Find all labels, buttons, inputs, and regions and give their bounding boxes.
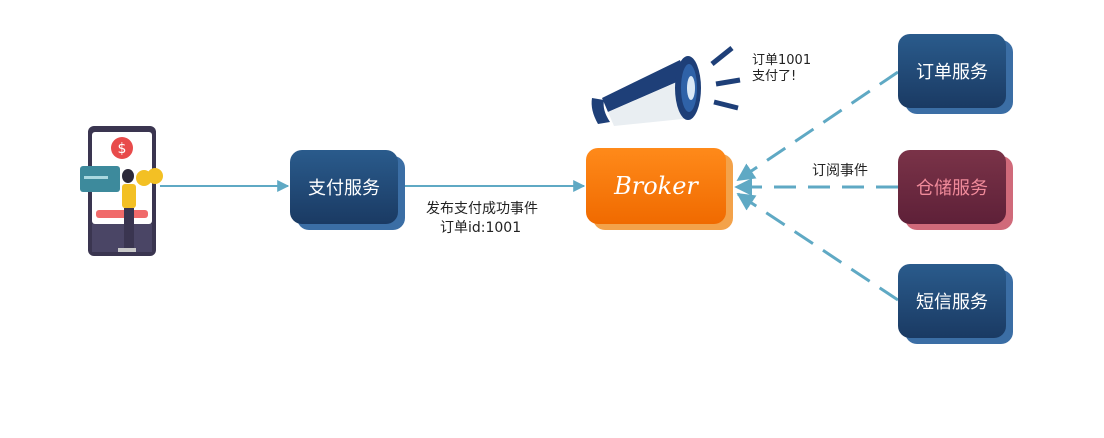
order-service-label: 订单服务 [898, 34, 1006, 108]
broker-label: Broker [586, 148, 726, 224]
dashed-sms-to-broker [736, 192, 899, 302]
svg-text:$: $ [118, 141, 127, 157]
phone-payment-icon: $ [80, 126, 163, 256]
subscribe-label: 订阅事件 [812, 163, 868, 179]
storage-service-box: 仓储服务 [898, 150, 1013, 230]
pay-service-box: 支付服务 [290, 150, 405, 230]
megaphone-icon [591, 46, 741, 126]
announcement-line1: 订单1001 [752, 53, 812, 68]
broker-box: Broker [586, 148, 733, 230]
sms-service-label: 短信服务 [898, 264, 1006, 338]
order-service-box: 订单服务 [898, 34, 1013, 114]
pay-service-label: 支付服务 [290, 150, 398, 224]
publish-label-line1: 发布支付成功事件 [426, 201, 538, 217]
announcement-line2: 支付了! [752, 69, 797, 84]
storage-service-label: 仓储服务 [898, 150, 1006, 224]
publish-label-line2: 订单id:1001 [440, 220, 522, 236]
sms-service-box: 短信服务 [898, 264, 1013, 344]
